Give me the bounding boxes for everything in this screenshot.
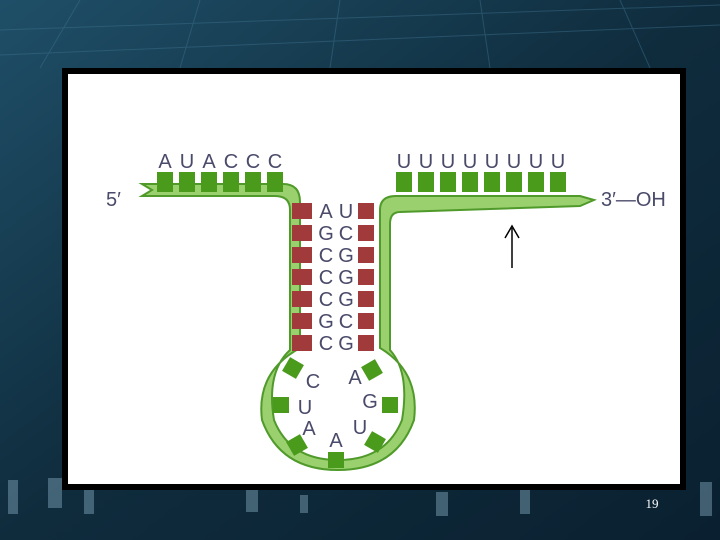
leader-base-letter: U <box>180 151 194 173</box>
tail-base-letter: U <box>485 151 499 173</box>
tail-base-block <box>440 172 456 192</box>
leader-base-block <box>223 172 239 192</box>
stem-right-base-block <box>358 247 374 263</box>
tail-base-letter: U <box>463 151 477 173</box>
stem-right-base-block <box>358 269 374 285</box>
rna-backbone <box>138 183 597 472</box>
tail-base-letter: U <box>529 151 543 173</box>
stem-left-base-block <box>292 313 312 329</box>
stem-right-letter: G <box>338 245 354 267</box>
stem-right-letter: G <box>338 267 354 289</box>
five-prime-label: 5′ <box>106 189 121 211</box>
loop-base-block <box>282 357 304 379</box>
loop-base-letter: C <box>306 371 320 393</box>
tail-base-block <box>418 172 434 192</box>
tail-base-block <box>462 172 478 192</box>
stem-right-base-block <box>358 225 374 241</box>
stem-right-base-block <box>358 313 374 329</box>
leader-base-letter: C <box>268 151 282 173</box>
stem-left-letter: G <box>318 223 334 245</box>
stem-left-base-block <box>292 269 312 285</box>
tail-base-block <box>484 172 500 192</box>
loop-base-letter: U <box>353 417 367 439</box>
stem-right-letter: G <box>338 289 354 311</box>
loop-base-letter: A <box>348 367 362 389</box>
leader-base-block <box>267 172 283 192</box>
stem-right-base-block <box>358 203 374 219</box>
loop-base-block <box>286 434 308 456</box>
tail-base-block <box>528 172 544 192</box>
tail-base-letter: U <box>551 151 565 173</box>
stem-left-letter: A <box>319 201 333 223</box>
loop-base-block <box>364 431 386 453</box>
stem-right-letter: U <box>339 201 353 223</box>
tail-base-letter: U <box>419 151 433 173</box>
stem-left-base-block <box>292 335 312 351</box>
stem-left-letter: C <box>319 245 333 267</box>
three-prime-label: 3′—OH <box>601 189 666 211</box>
loop-base-letter: U <box>298 397 312 419</box>
stem-left-base-block <box>292 291 312 307</box>
stem-right-letter: C <box>339 223 353 245</box>
stem-left-base-block <box>292 225 312 241</box>
leader-base-letter: A <box>202 151 216 173</box>
leader-base-block <box>157 172 173 192</box>
stem-left-base-block <box>292 247 312 263</box>
leader-base-block <box>201 172 217 192</box>
tail-base-block <box>506 172 522 192</box>
leader-base-block <box>245 172 261 192</box>
loop-base-letter: G <box>362 391 378 413</box>
tail-base-letter: U <box>507 151 521 173</box>
arrow-icon <box>504 224 520 268</box>
stem-left-letter: G <box>318 311 334 333</box>
stem-right-base-block <box>358 291 374 307</box>
tail-base-letter: U <box>397 151 411 173</box>
stem-right-base-block <box>358 335 374 351</box>
stem-left-letter: C <box>319 267 333 289</box>
stem-left-base-block <box>292 203 312 219</box>
leader-base-letter: C <box>246 151 260 173</box>
loop-base-block <box>328 452 344 468</box>
loop-base-letter: A <box>329 430 343 452</box>
stem-right-letter: G <box>338 333 354 355</box>
tail-base-block <box>550 172 566 192</box>
tail-base-block <box>396 172 412 192</box>
loop-base-block <box>361 359 383 381</box>
leader-base-letter: A <box>158 151 172 173</box>
leader-base-letter: C <box>224 151 238 173</box>
page-number: 19 <box>645 496 659 511</box>
loop-base-letter: A <box>302 418 316 440</box>
loop-base-block <box>273 397 289 413</box>
stem-left-letter: C <box>319 333 333 355</box>
loop-base-block <box>382 397 398 413</box>
tail-base-letter: U <box>441 151 455 173</box>
stem-right-letter: C <box>339 311 353 333</box>
stem-left-letter: C <box>319 289 333 311</box>
leader-base-block <box>179 172 195 192</box>
